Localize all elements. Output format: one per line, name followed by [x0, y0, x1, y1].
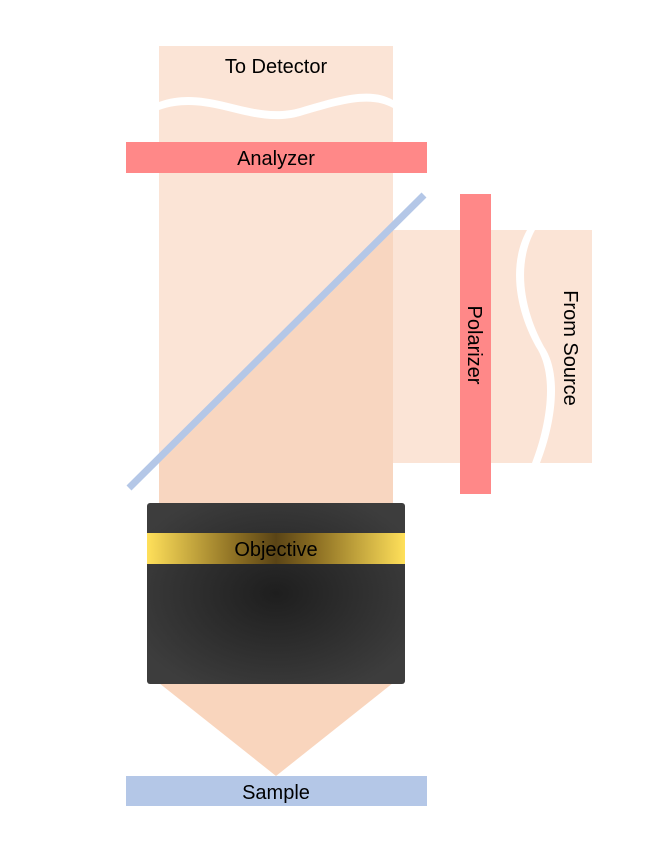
polarizer-filter — [460, 194, 491, 494]
objective-body — [147, 503, 405, 684]
sample-label: Sample — [242, 782, 310, 804]
source-beam-break — [516, 230, 556, 463]
beam-overlap-region — [159, 230, 393, 506]
beam-splitter — [126, 192, 427, 491]
objective-band — [147, 533, 405, 564]
source-beam — [393, 230, 592, 463]
detector-beam-break — [159, 93, 393, 120]
objective-label: Objective — [234, 539, 317, 561]
to-detector-label: To Detector — [225, 56, 328, 78]
sample-slide — [126, 776, 427, 806]
from-source-label: From Source — [559, 290, 581, 406]
focused-beam-cone — [159, 683, 393, 776]
polarizer-label: Polarizer — [463, 306, 485, 385]
analyzer-filter — [126, 142, 427, 173]
analyzer-label: Analyzer — [237, 148, 315, 170]
